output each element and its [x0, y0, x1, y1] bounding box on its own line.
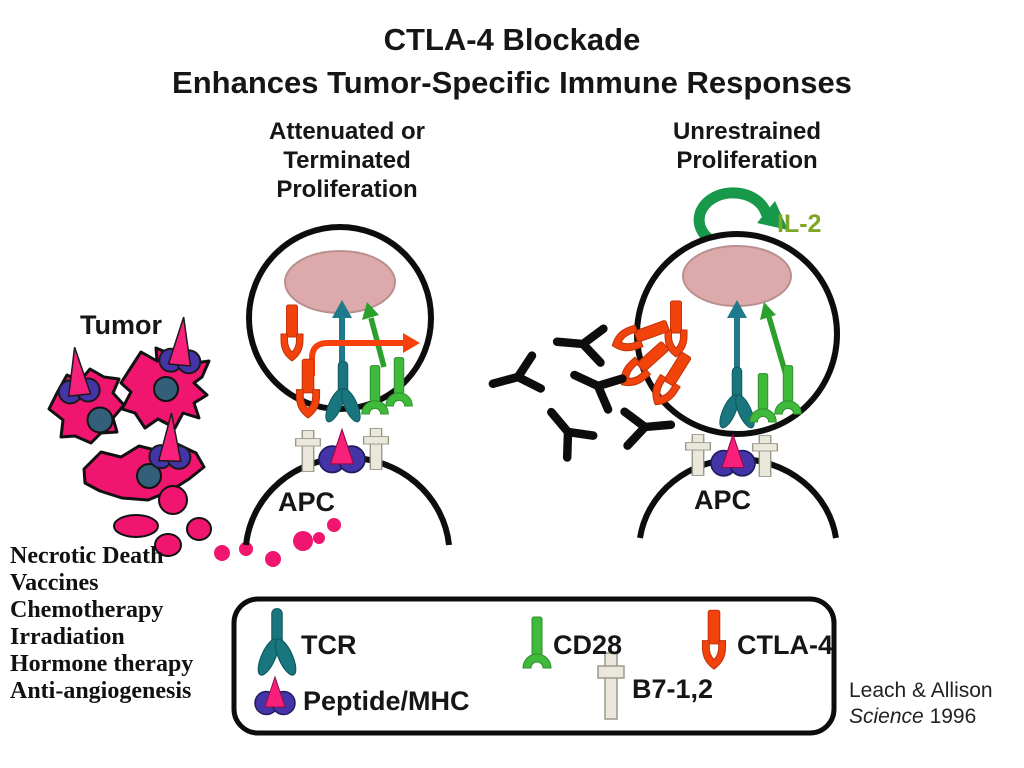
citation: Leach & Allison Science 1996	[849, 678, 993, 730]
legend-label-ctla4: CTLA-4	[737, 630, 833, 660]
t-cell-left	[246, 224, 434, 425]
slide-title: CTLA-4 Blockade Enhances Tumor-Specific …	[0, 18, 1024, 104]
nucleus	[682, 245, 792, 307]
necrotic-debris-trail	[113, 485, 341, 567]
apc-left	[243, 427, 452, 546]
left-panel-heading: Attenuated or Terminated Proliferation	[269, 118, 425, 203]
tumor-label: Tumor	[80, 310, 162, 340]
citation-authors: Leach & Allison	[849, 679, 993, 702]
slide-title-line2: Enhances Tumor-Specific Immune Responses	[172, 65, 852, 100]
b7-molecule-icon	[294, 429, 322, 473]
cd28-signal-arrow	[760, 302, 789, 376]
apc-label-left: APC	[278, 487, 336, 517]
legend-box	[231, 596, 837, 736]
legend-label-peptide-mhc: Peptide/MHC	[303, 686, 470, 716]
treatment-item: Chemotherapy	[10, 597, 164, 623]
peptide-mhc-icon	[710, 433, 756, 477]
treatment-item: Necrotic Death	[10, 543, 164, 569]
citation-source: Science 1996	[849, 704, 993, 730]
ctla4-inhibition-arrow	[309, 333, 420, 376]
t-cell-right	[607, 187, 840, 437]
legend-label-b7: B7-1,2	[632, 674, 714, 704]
apc-label-right: APC	[694, 485, 752, 515]
treatment-item: Vaccines	[10, 570, 99, 596]
treatment-item: Irradiation	[10, 624, 125, 650]
peptide-mhc-icon	[157, 314, 206, 376]
citation-journal: Science	[849, 705, 924, 728]
il2-secretion-arrow-icon	[693, 187, 788, 247]
anti-ctla4-antibody-icon	[625, 408, 673, 446]
treatment-item: Hormone therapy	[10, 651, 194, 677]
anti-ctla4-antibody-icon	[538, 401, 593, 457]
slide-title-line1: CTLA-4 Blockade	[383, 22, 641, 57]
legend-label-tcr: TCR	[301, 630, 357, 660]
b7-molecule-icon	[751, 434, 779, 478]
anti-ctla4-antibody-icon	[567, 360, 622, 410]
right-panel-heading: Unrestrained Proliferation	[672, 118, 822, 174]
citation-year: 1996	[929, 705, 977, 728]
apc-right	[637, 433, 839, 539]
legend-label-cd28: CD28	[553, 630, 623, 660]
il2-label: IL-2	[777, 210, 822, 238]
tumor-nuclei	[86, 376, 179, 489]
tumor-treatment-list: Necrotic Death Vaccines Chemotherapy Irr…	[10, 543, 193, 705]
peptide-mhc-icon	[318, 428, 366, 474]
anti-ctla4-antibody-icon	[556, 325, 604, 363]
treatment-item: Anti-angiogenesis	[10, 678, 192, 704]
anti-ctla4-antibody-icon	[488, 356, 540, 400]
